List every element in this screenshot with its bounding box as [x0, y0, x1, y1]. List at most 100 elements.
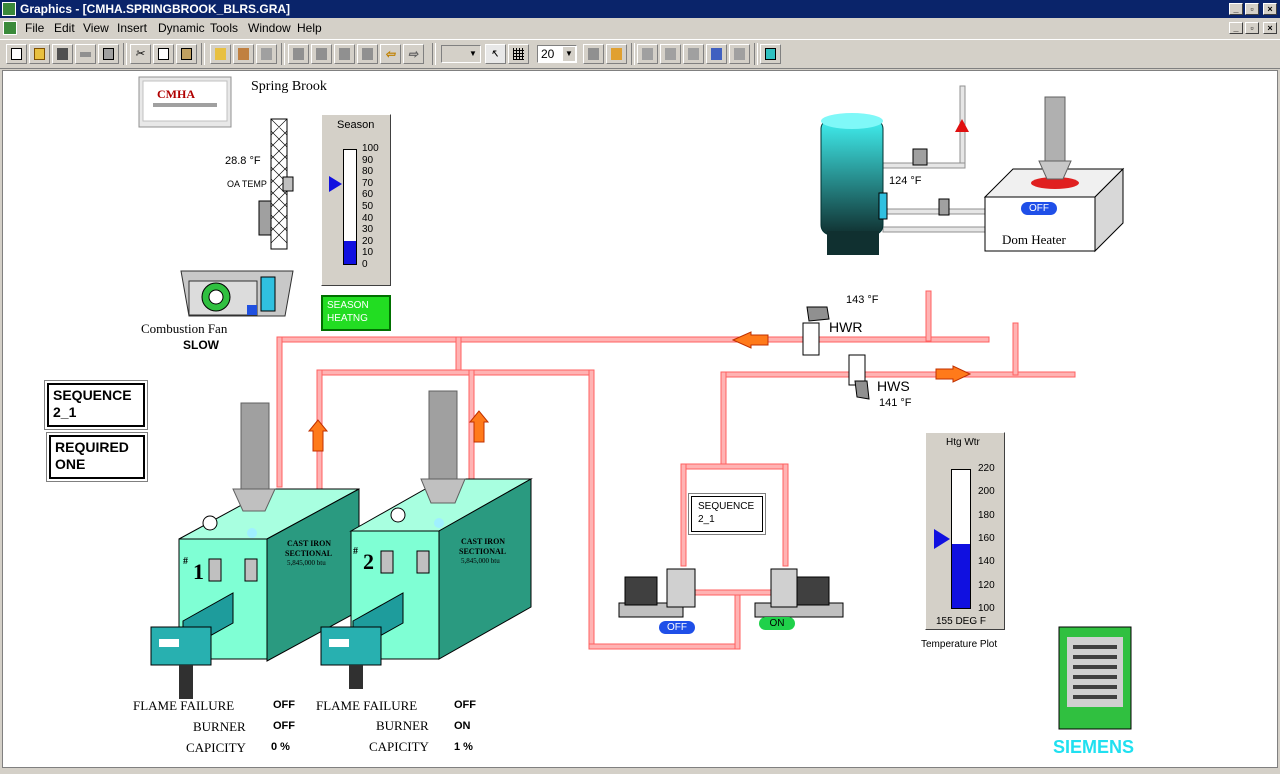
hwr-temp: 143 °F [846, 294, 879, 306]
tool-button-3[interactable] [637, 44, 658, 64]
menu-view[interactable]: View [83, 21, 109, 35]
pipe [925, 290, 932, 342]
hws-pipe [722, 371, 1076, 378]
pump-sequence-value: 2_1 [698, 514, 715, 525]
htg-level [952, 543, 970, 608]
align-button-3[interactable] [334, 44, 355, 64]
save-icon [57, 48, 68, 60]
network-icon [261, 48, 272, 60]
select-tool-button[interactable]: ↖ [485, 44, 506, 64]
sequence-value: 2_1 [53, 404, 77, 420]
doc-restore-button[interactable]: ▫ [1245, 22, 1259, 34]
folder-icon [215, 48, 226, 60]
align-button-4[interactable] [357, 44, 378, 64]
hwr-label: HWR [829, 319, 863, 335]
home-button[interactable] [233, 44, 254, 64]
sequence-box: SEQUENCE 2_1 [44, 380, 148, 430]
tool-button-4[interactable] [660, 44, 681, 64]
tool-button-2[interactable] [606, 44, 627, 64]
close-button[interactable]: × [1263, 3, 1277, 15]
menu-tools[interactable]: Tools [210, 21, 239, 35]
boiler-2-type2: SECTIONAL [459, 547, 507, 556]
print-button[interactable] [98, 44, 119, 64]
menu-file[interactable]: File [25, 21, 45, 35]
help-icon [765, 48, 776, 60]
boiler-1-burner-value: OFF [273, 720, 295, 732]
doc-close-button[interactable]: × [1263, 22, 1277, 34]
maximize-button[interactable]: ▫ [1245, 3, 1259, 15]
save-button[interactable] [52, 44, 73, 64]
open-button[interactable] [29, 44, 50, 64]
key-icon [80, 52, 91, 57]
tree-button[interactable] [706, 44, 727, 64]
doc-icon[interactable] [3, 21, 17, 35]
dom-heater [983, 96, 1125, 253]
pump-1-status: OFF [659, 621, 695, 634]
align-icon [339, 48, 350, 60]
tool-button-5[interactable] [683, 44, 704, 64]
tool-icon [588, 48, 599, 60]
season-level [344, 240, 356, 264]
boiler-2-type1: CAST IRON [461, 537, 506, 546]
align-button-2[interactable] [311, 44, 332, 64]
season-bar [343, 149, 357, 265]
menu-insert[interactable]: Insert [117, 21, 148, 35]
align-icon [316, 48, 327, 60]
menu-window[interactable]: Window [248, 21, 291, 35]
season-tick-label: 100 [362, 143, 379, 154]
zoom-select[interactable]: 20▼ [537, 45, 577, 63]
menu-edit[interactable]: Edit [54, 21, 75, 35]
pipe [588, 643, 740, 650]
season-status-line2: HEATNG [327, 313, 368, 324]
htg-tick-label: 180 [978, 509, 995, 521]
pipe [316, 369, 594, 376]
back-button[interactable]: ⇦ [380, 44, 401, 64]
htg-title: Htg Wtr [946, 437, 980, 448]
toolbar-separator [631, 43, 635, 65]
doc-minimize-button[interactable]: _ [1229, 22, 1243, 34]
open-folder-icon [34, 48, 45, 60]
copy-button[interactable] [153, 44, 174, 64]
line-style-dropdown[interactable]: ▼ [441, 45, 481, 63]
key-button[interactable] [75, 44, 96, 64]
pipe [882, 226, 988, 233]
cut-button[interactable]: ✂ [130, 44, 151, 64]
new-file-button[interactable] [6, 44, 27, 64]
tree-icon [711, 48, 722, 60]
menu-help[interactable]: Help [297, 21, 322, 35]
tool-button-1[interactable] [583, 44, 604, 64]
htg-tick-label: 200 [978, 486, 995, 498]
pointer-icon: ↖ [490, 48, 500, 60]
oa-temp-value: 28.8 °F [225, 155, 261, 167]
help-button[interactable] [760, 44, 781, 64]
flow-arrow-left-icon [731, 331, 769, 349]
boiler-2-rating: 5,845,000 btu [461, 557, 500, 565]
minimize-button[interactable]: _ [1229, 3, 1243, 15]
hwr-sensor [802, 306, 830, 356]
htg-tick-label: 220 [978, 463, 995, 474]
season-status-line1: SEASON [327, 300, 369, 311]
tool-button-6[interactable] [729, 44, 750, 64]
boiler-1-burner-label: BURNER [193, 719, 246, 734]
menu-dynamic[interactable]: Dynamic [158, 21, 205, 35]
cmha-logo-text: CMHA [157, 87, 195, 101]
open-graphic-button[interactable] [210, 44, 231, 64]
align-button-1[interactable] [288, 44, 309, 64]
tool-icon [665, 48, 676, 60]
pipe [680, 463, 687, 567]
controller-panel [1058, 626, 1132, 730]
title-bar: Graphics - [CMHA.SPRINGBROOK_BLRS.GRA] _… [0, 0, 1280, 18]
boiler-1-rating: 5,845,000 btu [287, 559, 326, 567]
paste-button[interactable] [176, 44, 197, 64]
pipe [882, 208, 988, 215]
network-button[interactable] [256, 44, 277, 64]
htg-tick-label: 160 [978, 533, 995, 544]
tool-icon [611, 48, 622, 60]
valve-icon [938, 198, 950, 216]
boiler-2 [320, 390, 533, 689]
align-icon [293, 48, 304, 60]
pump-sequence-box: SEQUENCE 2_1 [688, 493, 766, 535]
grid-button[interactable] [508, 44, 529, 64]
forward-button[interactable]: ⇨ [403, 44, 424, 64]
